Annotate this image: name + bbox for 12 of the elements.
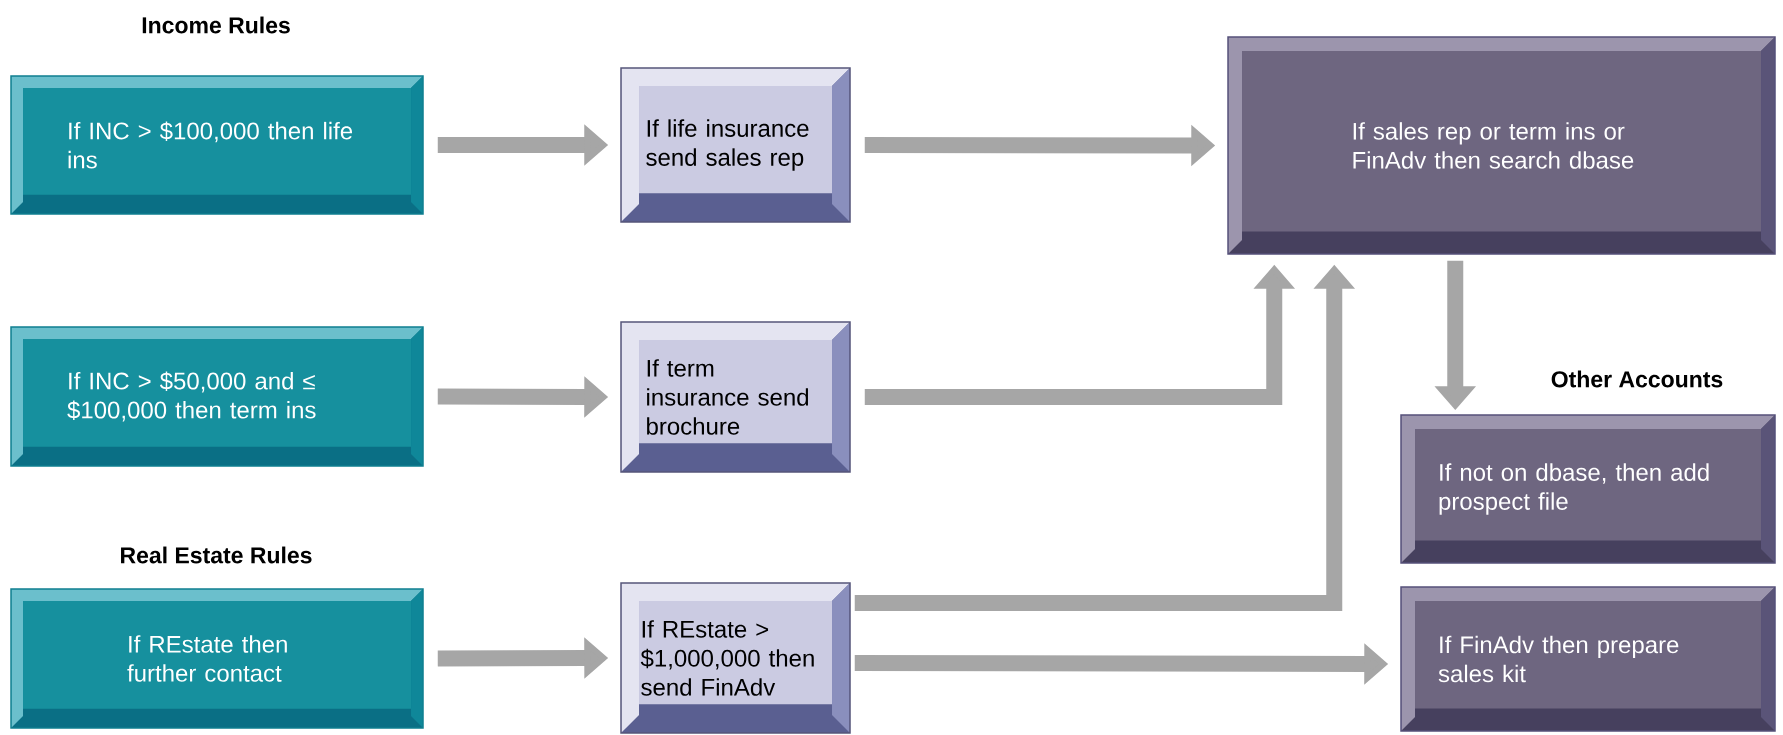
- rule-box: If FinAdv then prepare sales kit: [1400, 586, 1776, 732]
- rule-box: If INC > $100,000 then life ins: [10, 75, 424, 215]
- rule-box: If life insurance send sales rep: [620, 67, 851, 223]
- rule-box: If REstate > $1,000,000 then send FinAdv: [620, 582, 851, 734]
- rule-box: If REstate then further contact: [10, 588, 424, 729]
- group-heading: Other Accounts: [1551, 370, 1723, 388]
- group-heading: Income Rules: [142, 16, 290, 34]
- rule-box: If not on dbase, then add prospect file: [1400, 414, 1776, 564]
- rule-box: If sales rep or term ins or FinAdv then search dbase: [1227, 36, 1776, 255]
- rule-box: If term insurance send brochure: [620, 321, 851, 473]
- rule-box: If INC > $50,000 and ≤ $100,000 then term ins: [10, 326, 424, 467]
- group-heading: Real Estate Rules: [121, 546, 312, 564]
